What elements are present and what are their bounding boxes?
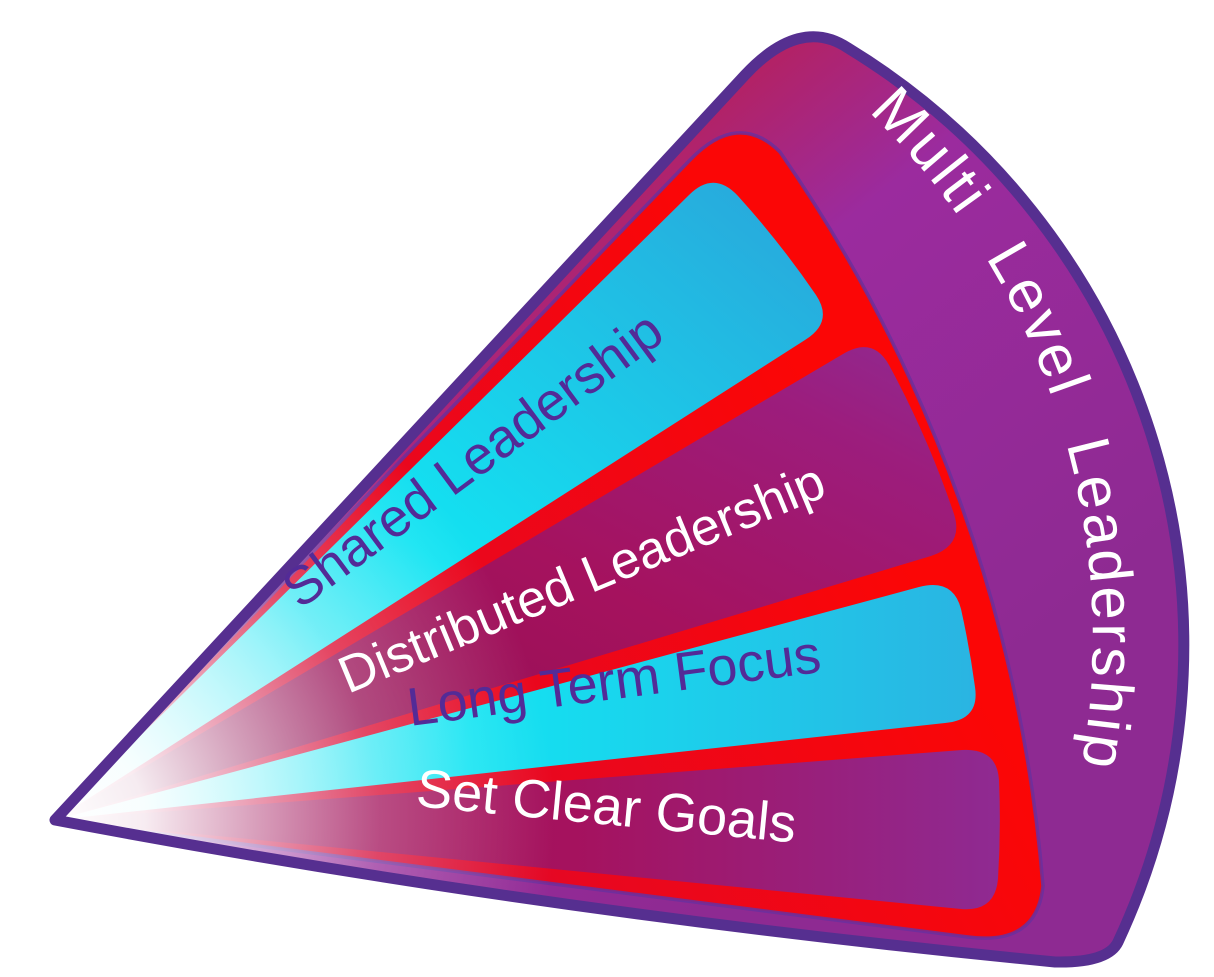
apex-glow bbox=[0, 320, 555, 977]
outer-border bbox=[49, 31, 1190, 968]
